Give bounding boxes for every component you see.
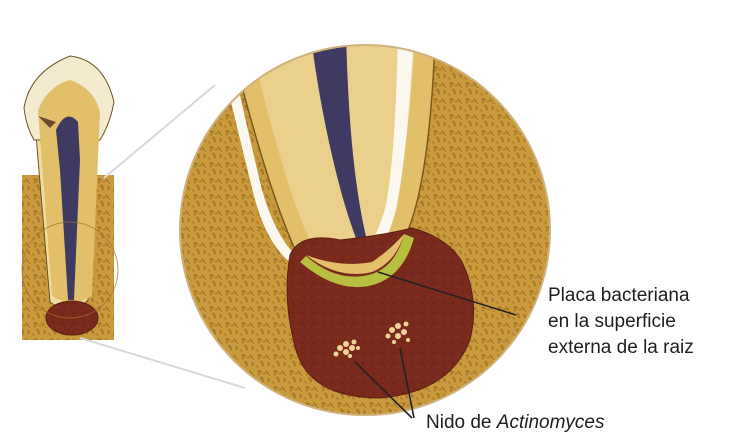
plaque-label-line2: en la superficie: [548, 309, 694, 335]
plaque-label-line1: Placa bacteriana: [548, 283, 694, 309]
apical-lesion: [287, 228, 473, 398]
small-tooth: [22, 56, 118, 340]
plaque-label: Placa bacteriana en la superficie extern…: [548, 283, 694, 361]
nest-label-prefix: Nido de: [426, 412, 497, 433]
magnified-view: [170, 30, 570, 440]
actinomyces-nest-label: Nido de Actinomyces: [426, 410, 604, 436]
nest-label-organism: Actinomyces: [497, 412, 605, 433]
plaque-label-line3: externa de la raiz: [548, 335, 694, 361]
